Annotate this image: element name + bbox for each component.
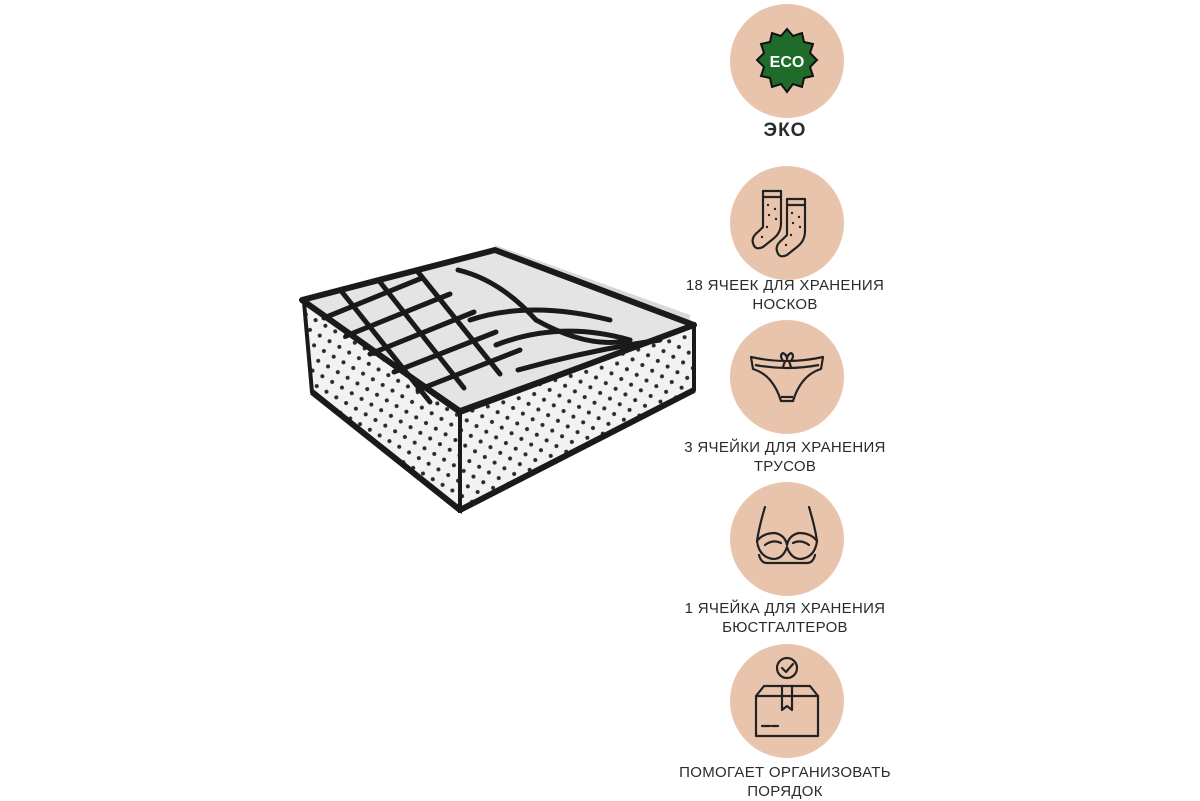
- features-column: ECO ЭКО 18 ЯЧЕЕК ДЛЯ ХРАН: [640, 0, 930, 800]
- feature-order-circle: [730, 644, 844, 758]
- feature-eco-label: ЭКО: [763, 120, 807, 141]
- feature-socks-label-line1: 18 ЯЧЕЕК ДЛЯ ХРАНЕНИЯ: [685, 277, 885, 294]
- eco-badge-text: ECO: [770, 54, 805, 71]
- feature-panties-label-line1: 3 ЯЧЕЙКИ ДЛЯ ХРАНЕНИЯ: [684, 439, 886, 456]
- feature-panties-circle: [730, 320, 844, 434]
- feature-socks-circle: [730, 166, 844, 280]
- product-image: [290, 240, 710, 520]
- feature-bra-label-line2: БЮСТГАЛТЕРОВ: [722, 619, 848, 636]
- feature-order-label-line2: ПОРЯДОК: [747, 783, 823, 800]
- feature-socks-label-line2: НОСКОВ: [752, 296, 818, 313]
- eco-badge-icon: ECO: [755, 27, 819, 94]
- socks-icon: [751, 189, 807, 258]
- bra-icon: [755, 505, 819, 565]
- feature-order-label-line1: ПОМОГАЕТ ОРГАНИЗОВАТЬ: [679, 764, 891, 781]
- box-checkmark-icon: [754, 656, 820, 738]
- feature-bra-circle: [730, 482, 844, 596]
- feature-eco-circle: ECO: [730, 4, 844, 118]
- organizer-box-illustration: [299, 245, 697, 515]
- panties-icon: [749, 351, 825, 403]
- feature-bra-label-line1: 1 ЯЧЕЙКА ДЛЯ ХРАНЕНИЯ: [684, 600, 886, 617]
- feature-panties-label-line2: ТРУСОВ: [753, 458, 817, 475]
